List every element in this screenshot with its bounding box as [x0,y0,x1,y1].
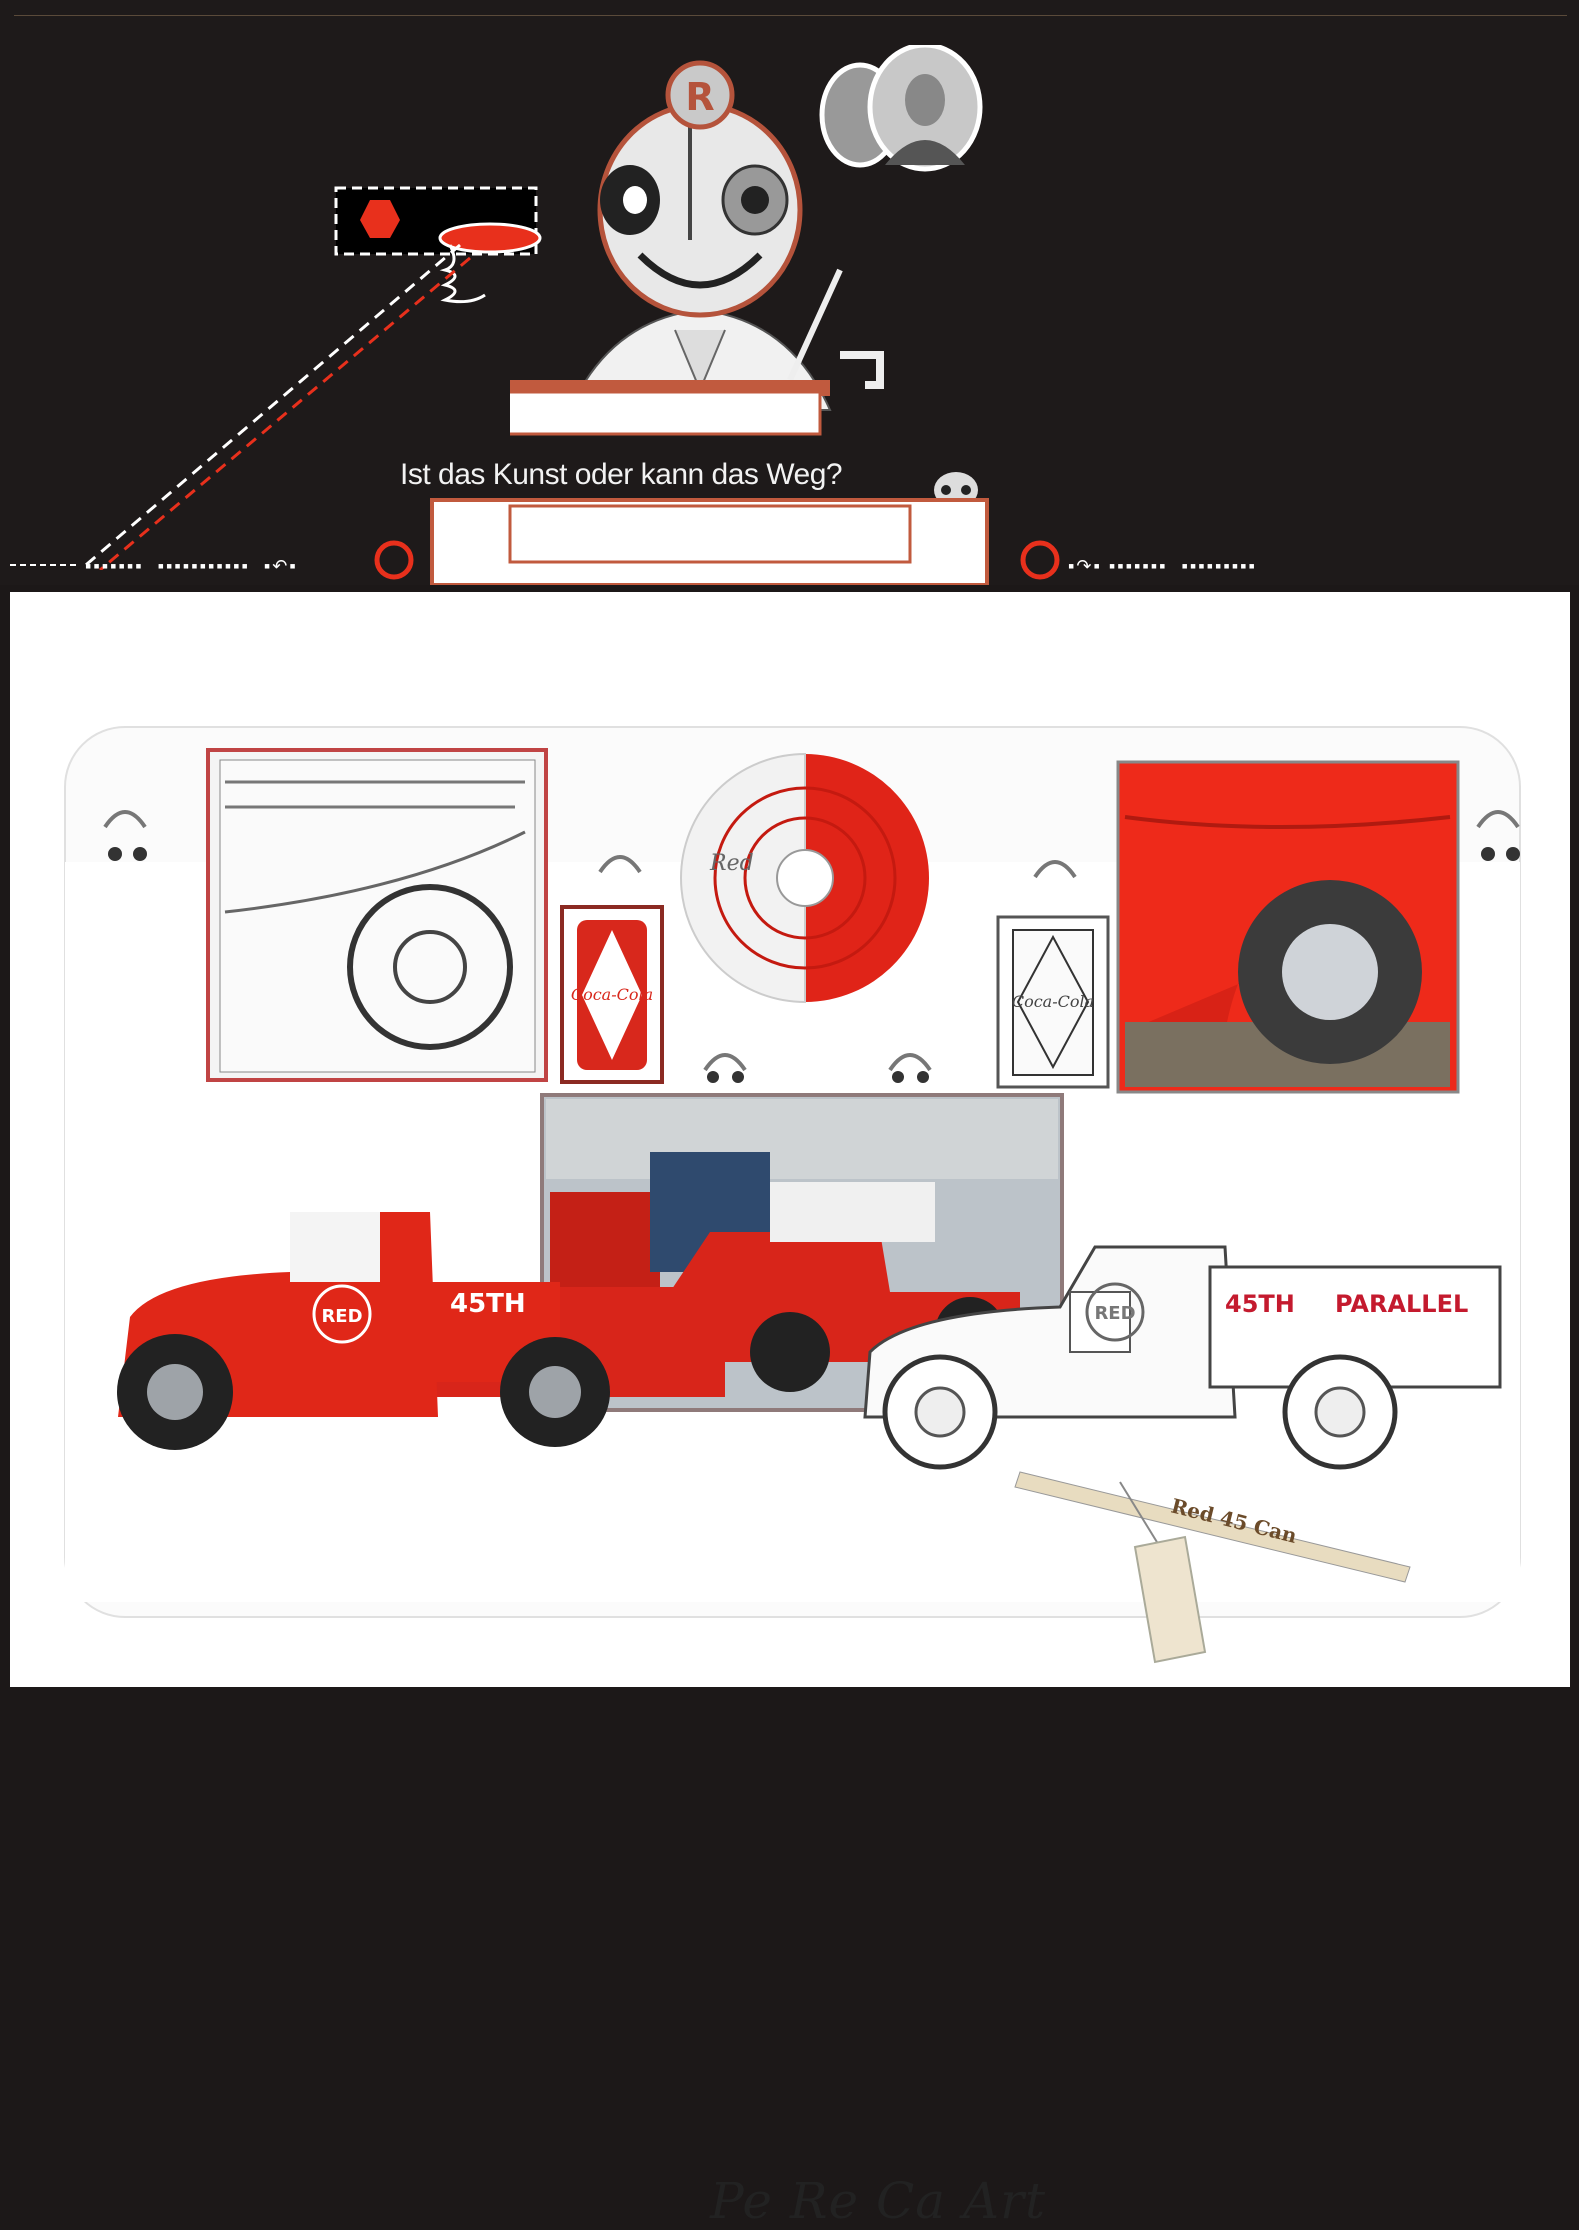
hanging-tag-graphic [1119,1481,1207,1664]
svg-text:RED: RED [321,1306,362,1327]
coca-cola-can-red-frame: Coca-Cola [560,855,664,1084]
red-wheel-photo-frame [1116,760,1460,1094]
svg-text:Coca-Cola: Coca-Cola [1012,992,1094,1011]
selection-box[interactable] [330,180,570,320]
red-oval-shape [438,222,542,254]
dashed-lines [10,243,471,570]
mirror-portrait [819,45,983,172]
art-board: Coca-Cola Red Coca-Cola [10,592,1570,2230]
top-stage: R Ist das Kunst oder kann das Weg? ▪▪▪▪▪… [0,0,1579,585]
dotted-rail-right: ▪↷▪ ▪▪▪▪▪▪▪ ▪▪▪▪▪▪▪▪▪ [1068,556,1257,576]
svg-text:R: R [685,75,714,119]
signature-text: Pe Re Ca Art [710,2172,1047,2230]
dotted-rail-left: ▪▪▪▪▪▪▪ ▪▪▪▪▪▪▪▪▪▪▪ ▪↶▪ [85,556,298,576]
svg-text:RED: RED [1094,1303,1135,1324]
svg-text:45TH: 45TH [450,1289,526,1319]
hexagon-shape [360,200,400,238]
headphone-hook-center-left [703,1053,747,1083]
sketch-wheel-frame [206,748,548,1082]
cartoon-character-illustration: R [510,60,884,436]
coca-cola-can-sketch-frame: Coca-Cola [996,860,1110,1089]
record-circle-left[interactable] [372,538,416,582]
r-logo-badge [665,60,735,130]
bottom-display-box [430,498,989,585]
headphone-hook-center-right [888,1053,932,1083]
svg-text:Coca-Cola: Coca-Cola [571,985,653,1004]
top-divider [14,15,1567,16]
vinyl-record-graphic: Red [680,752,929,1004]
svg-text:45TH: 45TH [1225,1290,1295,1318]
red-truck-illustration: RED 45TH [117,1212,725,1450]
svg-text:PARALLEL: PARALLEL [1335,1290,1468,1318]
headphone-hook-left [103,810,147,861]
headphone-hook-right [1476,810,1520,861]
caption-text: Ist das Kunst oder kann das Weg? [400,458,843,491]
svg-text:Red: Red [709,851,754,876]
board-artwork: Coca-Cola Red Coca-Cola [64,726,1521,1664]
sketch-truck-illustration: RED 45TH PARALLEL [863,1245,1502,1470]
record-circle-right[interactable] [1018,538,1062,582]
